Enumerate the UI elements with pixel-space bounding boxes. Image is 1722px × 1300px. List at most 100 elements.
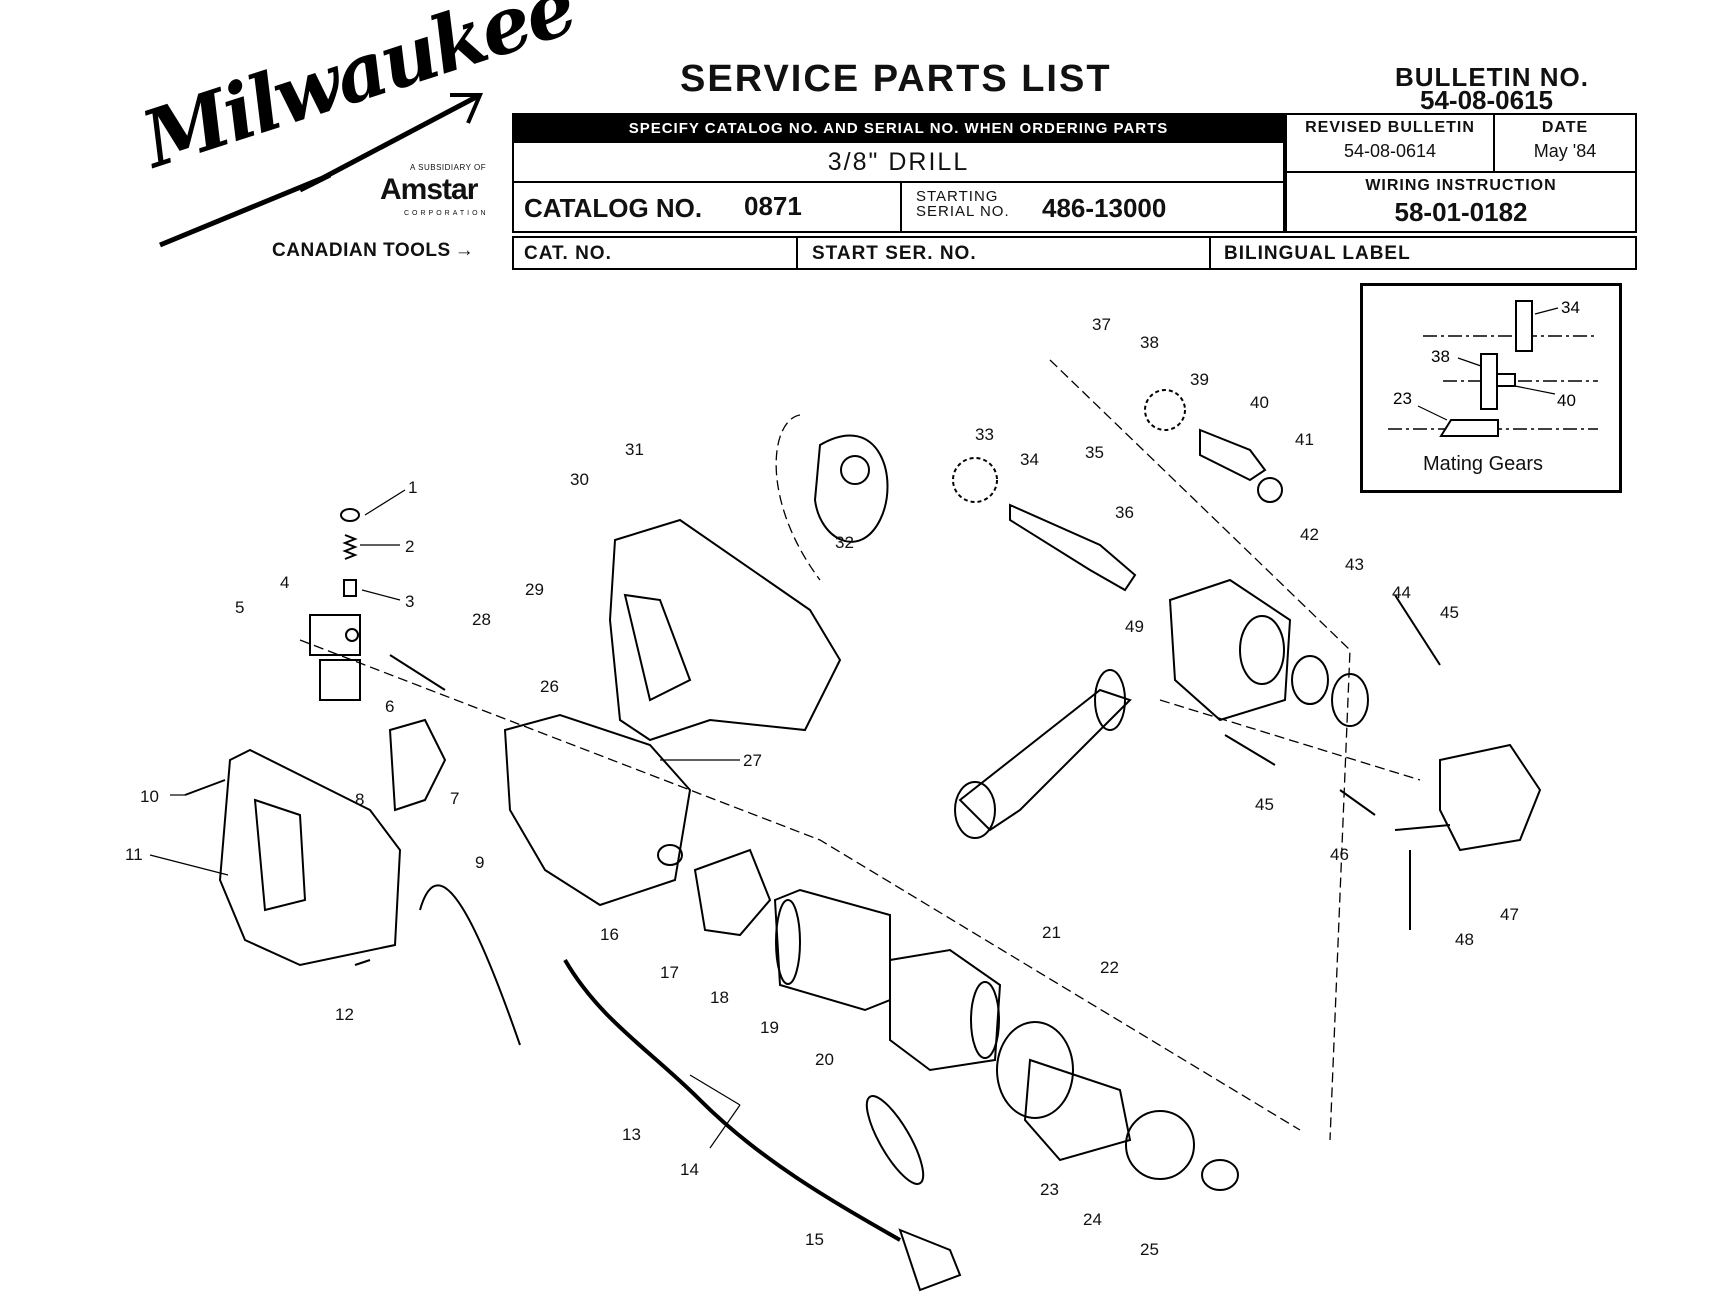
callout-10: 10 bbox=[140, 787, 159, 806]
callout-16: 16 bbox=[600, 925, 619, 944]
callout-41: 41 bbox=[1295, 430, 1314, 449]
field-winding bbox=[970, 981, 1000, 1059]
callout-17: 17 bbox=[660, 963, 679, 982]
callout-11: 11 bbox=[125, 845, 143, 864]
leader-line bbox=[149, 854, 229, 876]
plug-part bbox=[898, 1228, 962, 1292]
callout-18: 18 bbox=[710, 988, 729, 1007]
shaft-part bbox=[1199, 428, 1267, 482]
chuck-part bbox=[1439, 743, 1542, 852]
mating-gears-drawing: 34 38 23 40 bbox=[1388, 298, 1598, 437]
handle-grip bbox=[253, 798, 307, 912]
leader-line bbox=[364, 489, 406, 516]
screw-part bbox=[184, 779, 226, 796]
callout-2: 2 bbox=[405, 537, 414, 556]
screw-part bbox=[389, 654, 446, 691]
serial-cell: STARTING SERIAL NO. 486-13000 bbox=[902, 183, 1285, 233]
callout-48: 48 bbox=[1455, 930, 1474, 949]
callout-35: 35 bbox=[1085, 443, 1104, 462]
brush-holder-part bbox=[309, 614, 361, 656]
callout-37: 37 bbox=[1092, 315, 1111, 334]
canadian-tools-text: CANADIAN TOOLS bbox=[272, 240, 451, 261]
callout-20: 20 bbox=[815, 1050, 834, 1069]
revised-label: REVISED BULLETIN bbox=[1305, 119, 1475, 136]
callout-38: 38 bbox=[1140, 333, 1159, 352]
wiring-label: WIRING INSTRUCTION bbox=[1365, 177, 1557, 194]
date-value: May '84 bbox=[1533, 141, 1597, 161]
divider bbox=[796, 238, 798, 268]
callout-6: 6 bbox=[385, 697, 394, 716]
side-handle-collar bbox=[1094, 669, 1126, 731]
parent-company-sub: CORPORATION bbox=[404, 210, 489, 217]
callout-24: 24 bbox=[1083, 1210, 1102, 1229]
callout-49: 49 bbox=[1125, 617, 1144, 636]
callout-40: 40 bbox=[1250, 393, 1269, 412]
callout-34: 34 bbox=[1020, 450, 1039, 469]
callout-25: 25 bbox=[1140, 1240, 1159, 1259]
callout-19: 19 bbox=[760, 1018, 779, 1037]
subsidiary-text: A SUBSIDIARY OF bbox=[410, 163, 487, 172]
field-shell-part bbox=[773, 888, 891, 1012]
gear-case-part bbox=[1168, 578, 1292, 722]
field-part bbox=[889, 948, 1002, 1072]
product-name: 3/8" DRILL bbox=[512, 143, 1285, 183]
date-label: DATE bbox=[1541, 119, 1589, 136]
date-cell: DATE May '84 bbox=[1495, 113, 1637, 173]
callout-39: 39 bbox=[1190, 370, 1209, 389]
callout-27: 27 bbox=[743, 751, 762, 770]
brush-cap-part bbox=[340, 508, 360, 522]
callout-47: 47 bbox=[1500, 905, 1519, 924]
gear-part bbox=[1144, 389, 1186, 431]
handle-half-part bbox=[608, 518, 842, 742]
bearing-part bbox=[1257, 477, 1283, 503]
bulletin-label: BULLETIN NO. bbox=[1395, 62, 1589, 92]
wiring-value: 58-01-0182 bbox=[1394, 197, 1528, 227]
callout-36: 36 bbox=[1115, 503, 1134, 522]
callout-22: 22 bbox=[1100, 958, 1119, 977]
ordering-notice: SPECIFY CATALOG NO. AND SERIAL NO. WHEN … bbox=[512, 113, 1285, 143]
retaining-ring-part bbox=[1331, 673, 1369, 727]
catalog-label: CATALOG NO. bbox=[524, 193, 703, 223]
callout-46: 46 bbox=[1330, 845, 1349, 864]
baffle-part bbox=[693, 848, 772, 937]
callout-26: 26 bbox=[540, 677, 559, 696]
callout-33: 33 bbox=[975, 425, 994, 444]
callout-28: 28 bbox=[472, 610, 491, 629]
switch-part bbox=[388, 718, 447, 812]
callout-3: 3 bbox=[405, 592, 414, 611]
callout-30: 30 bbox=[570, 470, 589, 489]
cord-loop bbox=[865, 1095, 925, 1185]
wiring-cell: WIRING INSTRUCTION 58-01-0182 bbox=[1285, 173, 1637, 233]
field-shell-edge bbox=[775, 899, 801, 985]
callout-7: 7 bbox=[450, 789, 459, 808]
arrow-right-icon: → bbox=[454, 240, 475, 261]
callout-43: 43 bbox=[1345, 555, 1364, 574]
part-hole bbox=[840, 455, 870, 485]
start-ser-no-label: START SER. NO. bbox=[812, 243, 977, 264]
callout-45a: 45 bbox=[1440, 603, 1459, 622]
leader-line bbox=[709, 1104, 741, 1149]
bearing-part bbox=[1291, 655, 1329, 705]
milwaukee-logo: Milwaukee A SUBSIDIARY OF Amstar CORPORA… bbox=[132, 0, 584, 255]
callout-4: 4 bbox=[280, 573, 289, 592]
canadian-tools-label: CANADIAN TOOLS→ bbox=[272, 240, 474, 262]
baffle-ring-part bbox=[996, 1021, 1074, 1119]
callout-15: 15 bbox=[805, 1230, 824, 1249]
callout-45b: 45 bbox=[1255, 795, 1274, 814]
screw-part bbox=[1339, 789, 1376, 816]
handle-grip bbox=[623, 593, 692, 702]
gear-case-bore bbox=[1239, 615, 1285, 685]
assembly-line bbox=[1049, 359, 1351, 1141]
cat-no-label: CAT. NO. bbox=[524, 243, 612, 264]
side-handle-part bbox=[958, 688, 1132, 832]
callout-21: 21 bbox=[1042, 923, 1061, 942]
serial-label: STARTING SERIAL NO. bbox=[916, 188, 1010, 220]
bearing-part bbox=[657, 844, 683, 866]
inset-label-40: 40 bbox=[1557, 391, 1576, 410]
callout-14: 14 bbox=[680, 1160, 699, 1179]
part-hole bbox=[345, 628, 359, 642]
bilingual-label: BILINGUAL LABEL bbox=[1224, 243, 1411, 264]
revised-bulletin-cell: REVISED BULLETIN 54-08-0614 bbox=[1285, 113, 1495, 173]
page-title: SERVICE PARTS LIST bbox=[680, 58, 1112, 100]
callout-5: 5 bbox=[235, 598, 244, 617]
